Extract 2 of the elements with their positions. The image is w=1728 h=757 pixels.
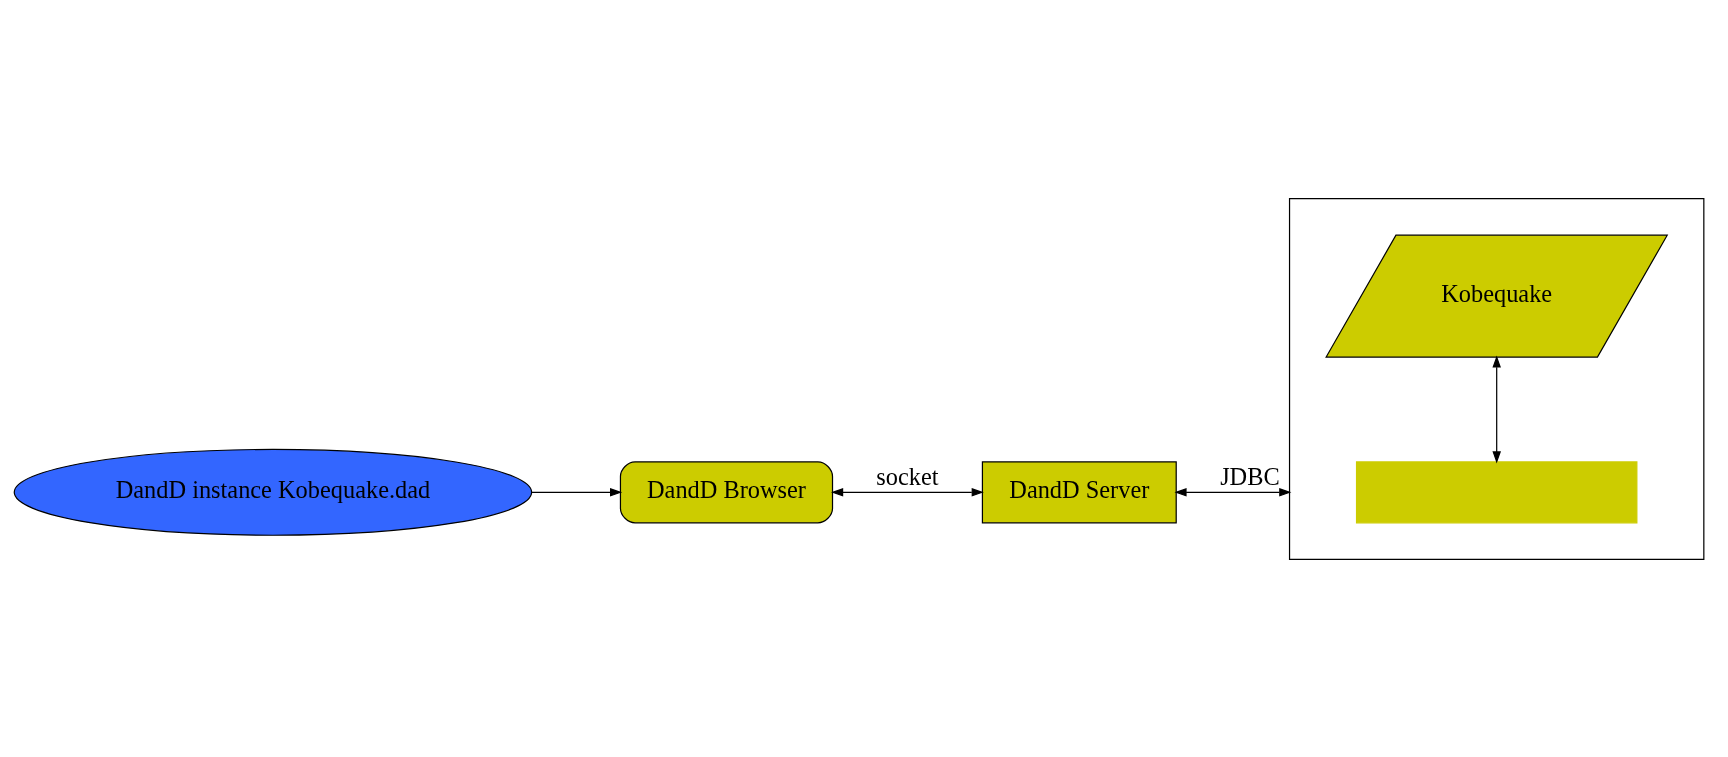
edge-label: socket	[876, 462, 939, 490]
edge-label: JDBC	[1220, 462, 1280, 490]
